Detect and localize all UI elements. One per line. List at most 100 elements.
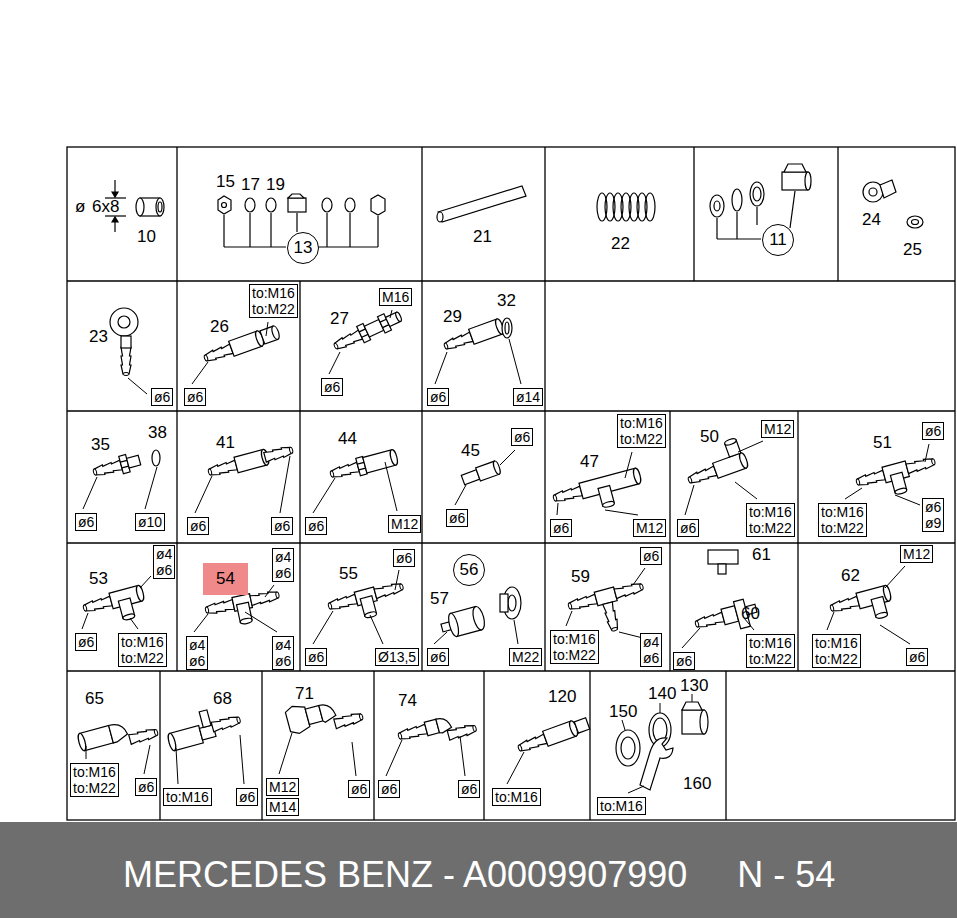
drawing-part (845, 488, 862, 499)
drawing-part (682, 702, 702, 710)
drawing-part (500, 594, 508, 612)
dimension-tag: ø4 ø6 (272, 548, 294, 582)
drawing-part (67, 542, 955, 543)
drawing-part (130, 618, 138, 629)
tag-text: ø6 (190, 518, 206, 534)
tag-text: 11 (769, 230, 787, 250)
drawing-part (270, 213, 271, 247)
tag-text: 13 (294, 238, 313, 258)
drawing-part (112, 217, 118, 222)
drawing-part (438, 186, 526, 222)
dimension-tag: to:M16 (163, 788, 212, 806)
drawing-part (240, 735, 244, 784)
drawing-part (334, 712, 364, 729)
drawing-part (447, 723, 477, 740)
drawing-part (718, 564, 726, 574)
drawing-part (925, 444, 929, 462)
drawing-part (551, 467, 645, 520)
drawing-part (249, 213, 250, 247)
drawing-part (360, 596, 377, 619)
drawing-part (329, 462, 359, 479)
drawing-part (223, 215, 224, 247)
tag-text: ø6 (154, 389, 170, 405)
drawing-part (912, 220, 919, 225)
tag-text: Ø13,5 (378, 649, 416, 665)
dimension-tag: ø6 (640, 547, 662, 565)
drawing-part (435, 352, 447, 384)
callout-number: 45 (461, 442, 480, 460)
tag-text: ø6 (461, 781, 477, 797)
leader-lines (82, 310, 929, 793)
callout-number: 24 (862, 211, 881, 229)
tag-text: ø6 (676, 653, 692, 669)
drawing-part (597, 193, 655, 221)
drawing-part (455, 485, 466, 505)
callout-number: 27 (330, 310, 349, 328)
drawing-part (204, 599, 234, 615)
drawing-part (828, 585, 895, 630)
drawing-part (797, 411, 798, 671)
tag-text: ø4 ø6 (275, 549, 291, 581)
tag-text: to:M16 (166, 789, 209, 805)
tag-text: ø6 (274, 518, 290, 534)
drawing-part (156, 198, 164, 216)
dimension-tag: to:M16 (492, 788, 541, 806)
drawing-part (377, 216, 378, 247)
drawing-part (544, 411, 545, 671)
drawing-part (732, 189, 742, 211)
drawing-part (152, 450, 160, 466)
drawing-part (543, 720, 579, 746)
drawing-part (374, 582, 404, 599)
drawing-part (437, 212, 443, 222)
dimension-tag: ø6 (348, 780, 370, 798)
drawing-part (880, 180, 896, 198)
drawing-part (682, 628, 700, 648)
tag-text: ø6 (449, 510, 465, 526)
dimension-tag: ø6 (75, 633, 97, 651)
drawing-part (880, 625, 910, 644)
drawing-part (329, 352, 340, 374)
tag-text: ø6 (308, 649, 324, 665)
drawing-part (176, 411, 177, 671)
drawing-part (784, 164, 806, 172)
drawing-part (603, 602, 620, 632)
dimension-tag: to:M16 to:M22 (70, 763, 119, 797)
drawing-part (288, 194, 304, 198)
tag-text: ø4 ø6 (156, 546, 172, 578)
drawing-part (854, 454, 940, 504)
callout-number: 10 (137, 228, 156, 246)
tag-text: 56 (460, 560, 479, 580)
callout-number: 22 (611, 235, 630, 253)
drawing-part (700, 710, 708, 734)
drawing-part (118, 598, 135, 621)
dimension-tag: ø6 (446, 509, 468, 527)
part-number-caption: MERCEDES BENZ - A0009907990 N - 54 (123, 855, 835, 895)
tag-text: ø10 (138, 514, 162, 530)
tag-text: ø4 ø6 (643, 634, 659, 666)
drawing-part (250, 590, 280, 606)
drawing-part (714, 201, 720, 211)
drawing-part (829, 596, 859, 613)
dimension-tag: to:M16 (597, 797, 646, 815)
drawing-part (782, 172, 808, 190)
drawing-part (692, 694, 693, 702)
dimension-tag: to:M16 to:M22 (118, 633, 167, 667)
callout-number: 32 (497, 292, 516, 310)
drawing-part (625, 452, 632, 478)
drawing-part (735, 482, 757, 499)
drawing-part (299, 281, 300, 411)
drawing-part (614, 582, 644, 599)
drawing-part (716, 218, 717, 239)
drawing-part (203, 344, 233, 363)
drawing-part (82, 596, 112, 613)
tag-text: ø6 (78, 514, 94, 530)
drawing-part (67, 280, 955, 281)
dimension-tag: to:M16 to:M22 (812, 634, 861, 668)
drawing-part (509, 339, 521, 384)
tag-text: to:M16 to:M22 (749, 504, 792, 536)
tag-text: 54 (216, 569, 235, 589)
dimension-tag: M12 (761, 420, 794, 438)
tag-text: to:M16 to:M22 (121, 634, 164, 666)
drawing-part (660, 703, 661, 713)
dimension-tag: ø6 (135, 778, 157, 796)
